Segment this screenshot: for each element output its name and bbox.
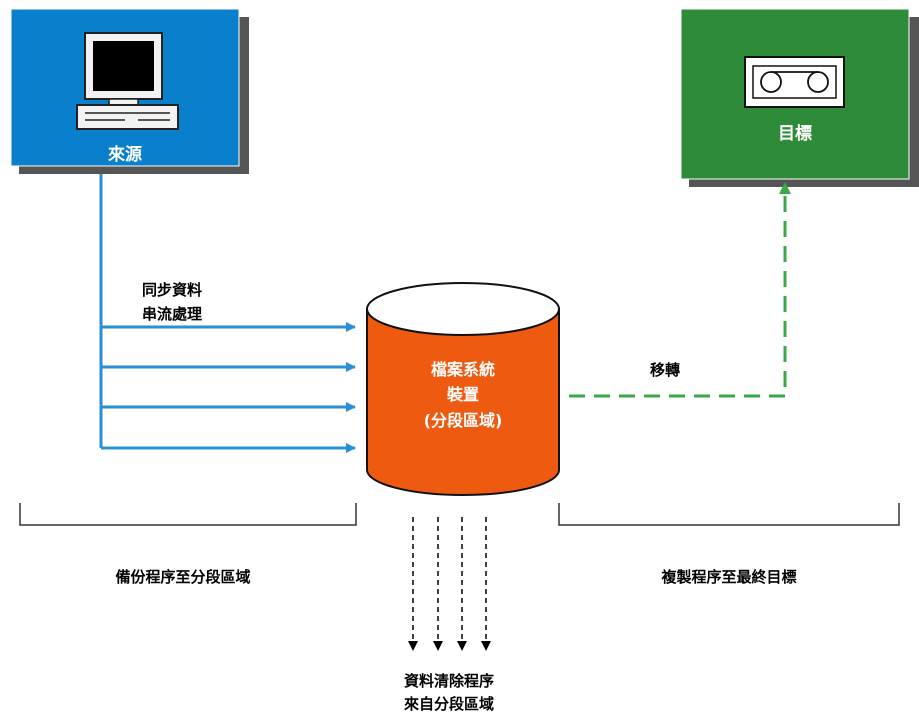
backup-bracket — [19, 503, 357, 526]
purge-arrows — [408, 517, 491, 651]
source-label: 來源 — [108, 144, 142, 165]
device-label-line2: 裝置 — [446, 385, 479, 404]
target-label: 目標 — [778, 123, 812, 144]
copy-bracket — [558, 503, 900, 526]
device-label-line1: 檔案系統 — [431, 360, 495, 379]
purge-label-line1: 資料清除程序 — [404, 672, 494, 690]
tape-cartridge-icon — [744, 56, 845, 108]
stream-arrows — [99, 174, 356, 453]
target-node: 目標 — [680, 8, 919, 187]
migrate-arrow — [569, 182, 791, 398]
copy-label: 複製程序至最終目標 — [660, 568, 796, 586]
device-label-line3: (分段區域) — [424, 411, 503, 430]
stream-label-line1: 同步資料 — [142, 281, 202, 299]
migrate-label: 移轉 — [650, 361, 680, 379]
file-system-device: 檔案系統 裝置 (分段區域) — [366, 282, 560, 496]
source-node: 來源 — [10, 8, 249, 174]
backup-label: 備份程序至分段區域 — [115, 568, 250, 586]
stream-label-line2: 串流處理 — [142, 305, 202, 323]
purge-label-line2: 來自分段區域 — [404, 695, 494, 713]
desktop-computer-icon — [76, 32, 179, 130]
